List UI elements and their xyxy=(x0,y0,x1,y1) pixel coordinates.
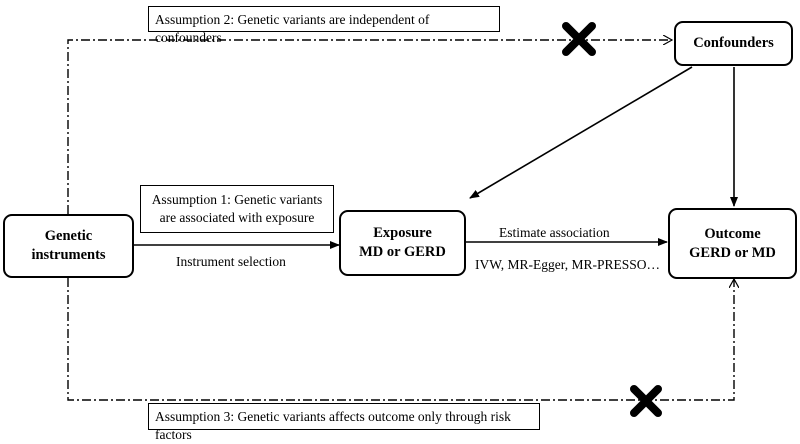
node-outcome: Outcome GERD or MD xyxy=(668,208,797,279)
node-genetic-line1: Genetic xyxy=(44,228,93,244)
assumption-3-note: Assumption 3: Genetic variants affects o… xyxy=(148,403,540,442)
node-outcome-line1: Outcome xyxy=(704,225,761,242)
diagram-canvas xyxy=(67,0,800,401)
path-genetic-to-outcome xyxy=(67,278,734,401)
node-exposure: Exposure MD or GERD xyxy=(339,210,466,276)
node-confounders-label: Confounders xyxy=(693,35,774,51)
node-exposure-line1: Exposure xyxy=(373,225,432,241)
assumption-2-text: Assumption 2: Genetic variants are indep… xyxy=(155,12,430,45)
assumption-3-text: Assumption 3: Genetic variants affects o… xyxy=(155,409,511,442)
node-confounders: Confounders xyxy=(674,21,793,66)
node-exposure-line2: MD or GERD xyxy=(359,244,446,260)
node-genetic-instruments: Genetic instruments xyxy=(3,214,134,278)
assumption-1-line2: are associated with exposure xyxy=(159,210,315,225)
label-estimate-association: Estimate association xyxy=(499,225,610,240)
assumption-1-note: Assumption 1: Genetic variants are assoc… xyxy=(140,185,334,233)
assumption-1-line1: Assumption 1: Genetic variants xyxy=(151,192,323,207)
label-methods: IVW, MR-Egger, MR-PRESSO… xyxy=(475,257,660,272)
cross-mark-icon xyxy=(630,385,662,417)
node-genetic-line2: instruments xyxy=(31,247,106,263)
node-outcome-line2: GERD or MD xyxy=(689,244,776,261)
path-genetic-to-confounders xyxy=(67,40,672,214)
cross-mark-icon xyxy=(562,22,596,56)
label-instrument-selection: Instrument selection xyxy=(176,254,286,269)
assumption-2-note: Assumption 2: Genetic variants are indep… xyxy=(148,6,500,45)
arrow-confounders-to-exposure xyxy=(469,66,693,199)
